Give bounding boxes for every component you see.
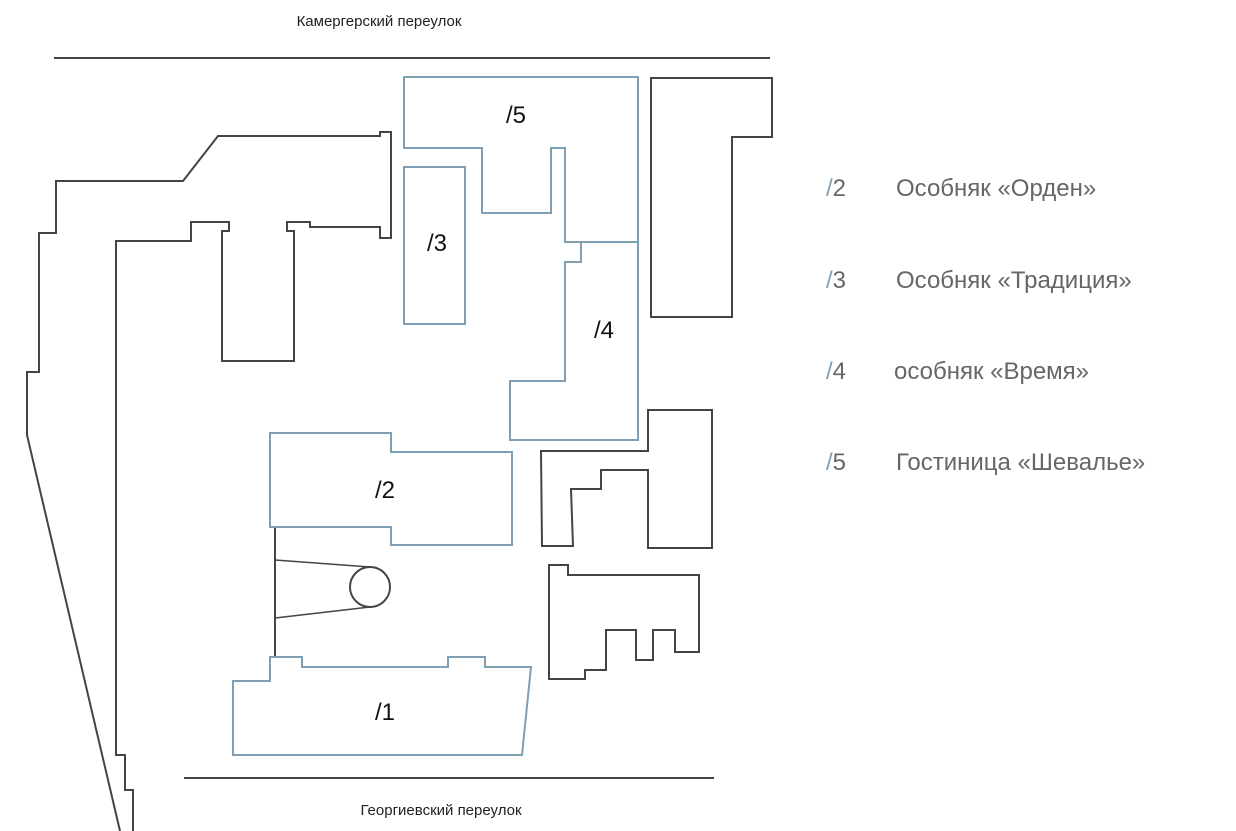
legend-number: 3 bbox=[832, 267, 847, 294]
legend-slash: / bbox=[826, 449, 833, 476]
legend-label: Гостиница «Шевалье» bbox=[896, 449, 1146, 476]
building-4[interactable] bbox=[509, 241, 639, 441]
building-label-2: /2 bbox=[375, 477, 395, 504]
building-label-4: /4 bbox=[594, 317, 614, 344]
legend-slash: / bbox=[826, 358, 833, 385]
legend-label: Особняк «Традиция» bbox=[896, 267, 1132, 294]
neighbour-building-southeast-1 bbox=[539, 409, 713, 549]
monument-line bbox=[274, 559, 371, 568]
building-label-5: /5 bbox=[506, 102, 526, 129]
legend-number: 5 bbox=[832, 449, 847, 476]
legend-label: особняк «Время» bbox=[894, 358, 1090, 385]
legend-slash: / bbox=[826, 267, 833, 294]
building-5[interactable] bbox=[403, 76, 639, 243]
street-label-top: Камергерский переулок bbox=[297, 13, 462, 30]
building-label-3: /3 bbox=[427, 230, 447, 257]
monument-circle-icon bbox=[349, 566, 391, 608]
street-label-bottom: Георгиевский переулок bbox=[360, 802, 522, 819]
legend-label: Особняк «Орден» bbox=[896, 175, 1097, 202]
building-1[interactable] bbox=[232, 656, 533, 756]
neighbour-building-southeast-2 bbox=[548, 564, 700, 680]
monument-line bbox=[274, 606, 371, 619]
building-label-1: /1 bbox=[375, 699, 395, 726]
legend-number: 4 bbox=[832, 358, 847, 385]
neighbour-building-west bbox=[26, 131, 392, 831]
legend-number: 2 bbox=[832, 175, 847, 202]
legend-slash: / bbox=[826, 175, 833, 202]
neighbour-building-east bbox=[650, 77, 773, 318]
building-2[interactable] bbox=[269, 432, 513, 546]
building-3[interactable] bbox=[403, 166, 466, 325]
